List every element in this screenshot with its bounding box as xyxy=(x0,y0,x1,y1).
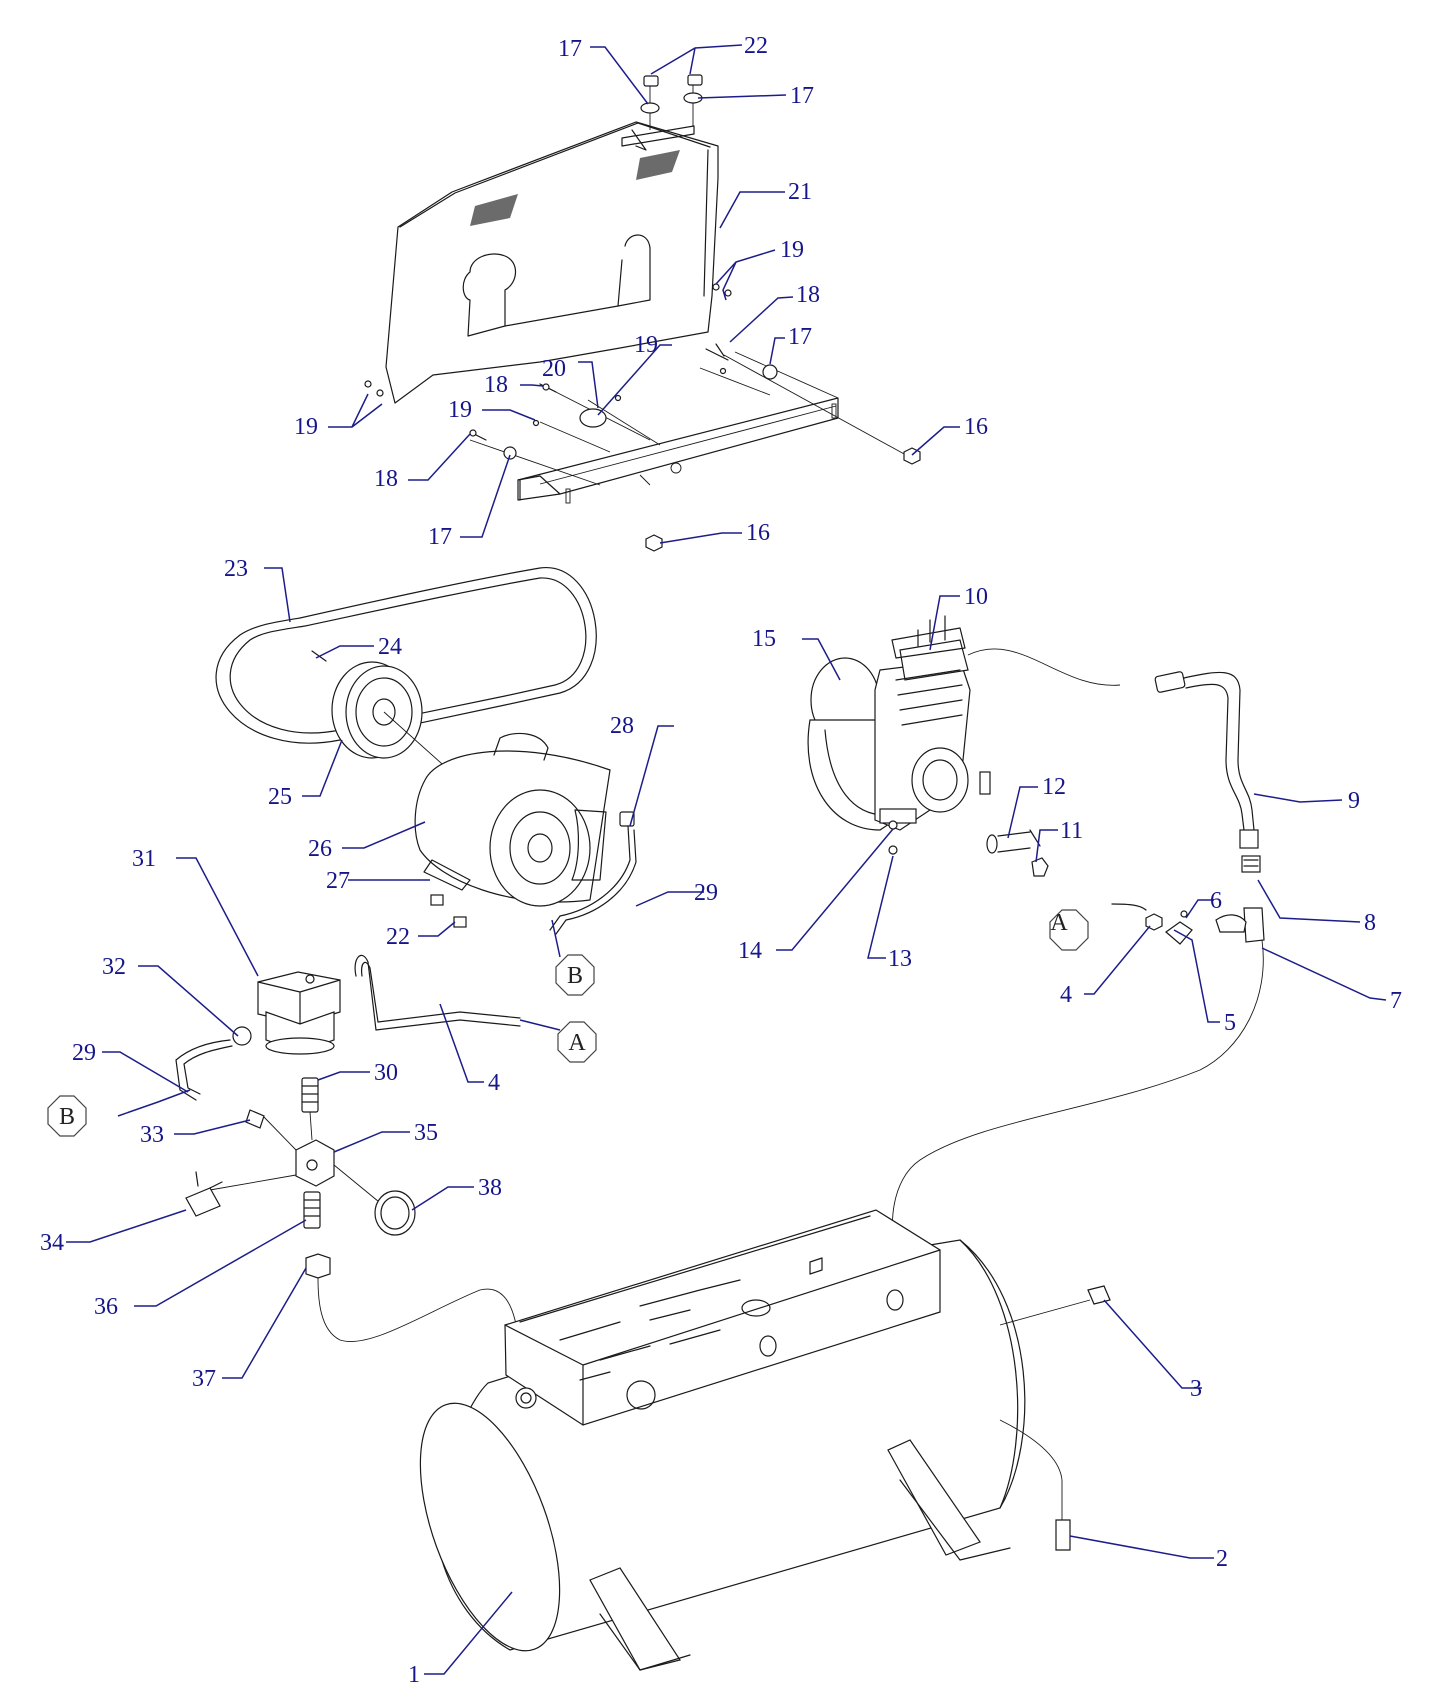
reference-markers: A B A B xyxy=(47,909,1089,1137)
unloader-tube xyxy=(354,954,521,1031)
callout-17: 17 xyxy=(788,324,812,350)
top-hardware xyxy=(640,74,703,130)
callout-18: 18 xyxy=(796,282,820,308)
callout-10: 10 xyxy=(964,584,988,610)
callout-20: 20 xyxy=(542,356,566,382)
callout-19: 19 xyxy=(634,332,658,358)
callout-25: 25 xyxy=(268,784,292,810)
callout-9: 9 xyxy=(1348,788,1360,814)
ref-marker-b-left: B xyxy=(47,1095,87,1137)
callout-3: 3 xyxy=(1190,1376,1202,1402)
callout-17: 17 xyxy=(428,524,452,550)
callout-7: 7 xyxy=(1390,988,1402,1014)
guard-mounting-rail xyxy=(469,343,921,552)
tank xyxy=(419,1209,1111,1671)
callout-labels: 17 22 17 21 19 18 17 19 20 18 19 19 16 1… xyxy=(40,33,1402,1688)
leader-lines xyxy=(66,44,1387,1675)
belt-guard xyxy=(364,121,732,404)
pressure-switch xyxy=(175,971,341,1101)
callout-13: 13 xyxy=(888,946,912,972)
callout-37: 37 xyxy=(192,1366,216,1392)
callout-30: 30 xyxy=(374,1060,398,1086)
svg-text:A: A xyxy=(568,1030,586,1056)
ref-marker-b-motor: B xyxy=(555,954,595,996)
callout-5: 5 xyxy=(1224,1010,1236,1036)
callout-17: 17 xyxy=(790,83,814,109)
callout-34: 34 xyxy=(40,1230,64,1256)
callout-16: 16 xyxy=(746,520,770,546)
ref-marker-a-left: A xyxy=(557,1021,597,1063)
svg-text:B: B xyxy=(59,1104,75,1130)
callout-24: 24 xyxy=(378,634,402,660)
callout-16: 16 xyxy=(964,414,988,440)
callout-27: 27 xyxy=(326,868,350,894)
callout-31: 31 xyxy=(132,846,156,872)
callout-29: 29 xyxy=(72,1040,96,1066)
callout-26: 26 xyxy=(308,836,332,862)
motor xyxy=(414,732,637,935)
svg-text:A: A xyxy=(1050,910,1068,936)
callout-18: 18 xyxy=(374,466,398,492)
callout-19: 19 xyxy=(780,237,804,263)
callout-18: 18 xyxy=(484,372,508,398)
callout-36: 36 xyxy=(94,1294,118,1320)
callout-1: 1 xyxy=(408,1662,420,1688)
callout-8: 8 xyxy=(1364,910,1376,936)
callout-35: 35 xyxy=(414,1120,438,1146)
callout-29: 29 xyxy=(694,880,718,906)
callout-19: 19 xyxy=(448,397,472,423)
svg-text:B: B xyxy=(567,963,583,989)
callout-21: 21 xyxy=(788,179,812,205)
callout-32: 32 xyxy=(102,954,126,980)
check-valve-assembly xyxy=(892,903,1265,1241)
callout-11: 11 xyxy=(1060,818,1083,844)
callout-15: 15 xyxy=(752,626,776,652)
pulley xyxy=(311,650,461,781)
manifold xyxy=(185,1077,521,1381)
callout-4: 4 xyxy=(1060,982,1072,1008)
callout-38: 38 xyxy=(478,1175,502,1201)
pump xyxy=(807,615,1121,877)
belt xyxy=(215,567,597,744)
callout-23: 23 xyxy=(224,556,248,582)
callout-19: 19 xyxy=(294,414,318,440)
callout-6: 6 xyxy=(1210,888,1222,914)
callout-12: 12 xyxy=(1042,774,1066,800)
ref-marker-a-right: A xyxy=(1049,909,1089,951)
callout-14: 14 xyxy=(738,938,762,964)
callout-33: 33 xyxy=(140,1122,164,1148)
callout-17: 17 xyxy=(558,36,582,62)
callout-22: 22 xyxy=(386,924,410,950)
callout-28: 28 xyxy=(610,713,634,739)
callout-22: 22 xyxy=(744,33,768,59)
callout-2: 2 xyxy=(1216,1546,1228,1572)
callout-4: 4 xyxy=(488,1070,500,1096)
discharge-tube xyxy=(1154,671,1261,873)
